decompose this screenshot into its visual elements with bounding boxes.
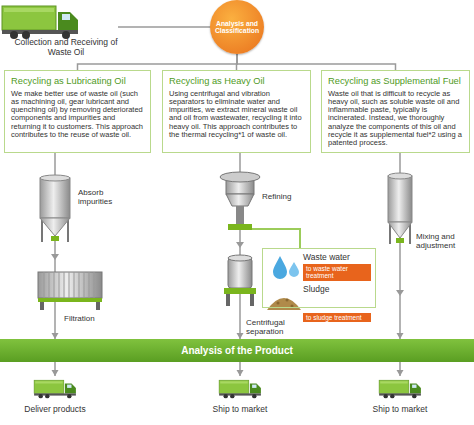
truck-caption: Deliver products bbox=[15, 405, 95, 415]
product-band: Analysis of the Product bbox=[0, 339, 474, 362]
equipment-label: Refining bbox=[262, 192, 312, 201]
truck-icon bbox=[2, 6, 78, 39]
connector-line bbox=[78, 54, 238, 70]
flow-connector bbox=[52, 362, 59, 376]
truck-caption: Ship to market bbox=[200, 405, 280, 415]
box-title: Recycling as Lubricating Oil bbox=[11, 76, 144, 87]
box-body: Waste oil that is difficult to recycle a… bbox=[328, 90, 463, 147]
filter-press-icon bbox=[38, 272, 102, 310]
truck-node: Deliver products bbox=[15, 376, 95, 415]
sludge-icon bbox=[267, 298, 301, 310]
tag-text: to waste water treatment bbox=[306, 265, 368, 280]
orange-tag: to sludge treatment bbox=[303, 313, 371, 322]
box-body: We make better use of waste oil (such as… bbox=[11, 90, 144, 139]
truck-node: Collection and Receiving of Waste Oil bbox=[14, 0, 118, 58]
equipment-label: Centrifugal separation bbox=[246, 318, 300, 336]
flow-connector bbox=[78, 54, 238, 70]
truck-caption: Ship to market bbox=[360, 405, 440, 415]
equipment-label: Absorb impurities bbox=[78, 188, 128, 206]
mixing-tank-icon bbox=[388, 173, 412, 296]
panel-text: Waste water bbox=[303, 253, 350, 263]
analysis-circle: Analysis and Classification bbox=[210, 0, 264, 54]
tank-icon bbox=[40, 175, 70, 260]
box-title: Recycling as Heavy Oil bbox=[169, 76, 304, 87]
circle-text: Analysis and Classification bbox=[215, 20, 259, 35]
connector-line bbox=[118, 26, 211, 28]
panel-text: Sludge bbox=[303, 285, 329, 295]
process-box: Recycling as Heavy OilUsing centrifugal … bbox=[162, 70, 311, 153]
flow-connector bbox=[397, 362, 404, 376]
arrow-head bbox=[237, 370, 244, 376]
connector-line bbox=[237, 54, 396, 70]
flow-connector bbox=[237, 362, 244, 376]
waste-panel: Waste waterSludge to waste water treatmen… bbox=[262, 248, 376, 308]
process-box: Recycling as Supplemental FuelWaste oil … bbox=[321, 70, 470, 153]
truck-caption: Collection and Receiving of Waste Oil bbox=[14, 38, 118, 58]
truck-icon bbox=[219, 380, 261, 398]
orange-tag: to waste water treatment bbox=[303, 264, 371, 281]
flow-connector bbox=[237, 54, 396, 70]
box-title: Recycling as Supplemental Fuel bbox=[328, 76, 463, 87]
refining-icon bbox=[220, 172, 300, 248]
truck-node: Ship to market bbox=[200, 376, 280, 415]
truck-icon bbox=[379, 380, 421, 398]
arrow-head bbox=[52, 370, 59, 376]
box-body: Using centrifugal and vibration separato… bbox=[169, 90, 304, 139]
tag-text: to sludge treatment bbox=[306, 314, 368, 321]
truck-node: Ship to market bbox=[360, 376, 440, 415]
water-drop-icon bbox=[273, 256, 299, 279]
flow-connector bbox=[118, 27, 211, 28]
equipment-label: Filtration bbox=[64, 314, 114, 323]
band-text: Analysis of the Product bbox=[181, 345, 293, 356]
arrow-head bbox=[397, 370, 404, 376]
process-box: Recycling as Lubricating Oil We make bett… bbox=[4, 70, 151, 153]
truck-icon bbox=[34, 380, 76, 398]
equipment-label: Mixing and adjustment bbox=[416, 232, 470, 250]
centrifuge-icon bbox=[224, 255, 256, 306]
